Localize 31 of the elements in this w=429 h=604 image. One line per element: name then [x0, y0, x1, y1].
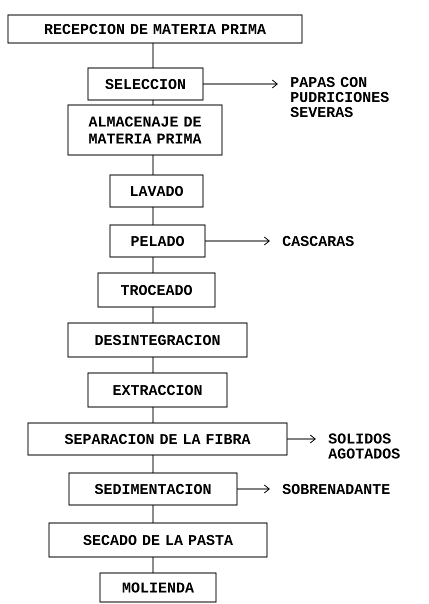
connector-line: [152, 407, 154, 423]
output-text: SOLIDOS AGOTADOS: [328, 433, 400, 459]
connector-line: [152, 557, 154, 573]
process-box: PELADO: [110, 224, 206, 258]
connector-line: [152, 357, 154, 373]
connector-line: [152, 43, 154, 68]
connector-line: [152, 505, 154, 523]
output-text: SOBRENADANTE: [282, 484, 390, 494]
process-box: RECEPCION DE MATERIA PRIMA: [8, 14, 302, 44]
connector-line: [152, 455, 154, 473]
process-box: LAVADO: [110, 174, 204, 208]
arrow: [287, 434, 316, 444]
process-box: ALMACENAJE DE MATERIA PRIMA: [68, 104, 222, 156]
connector-line: [152, 155, 154, 175]
process-box: SEPARACION DE LA FIBRA: [28, 422, 288, 456]
process-box: MOLIENDA: [100, 572, 216, 602]
arrow: [203, 80, 278, 88]
connector-line: [152, 257, 154, 273]
output-text: CASCARAS: [282, 236, 354, 246]
connector-line: [152, 100, 154, 105]
process-box: TROCEADO: [98, 272, 216, 308]
arrow: [205, 236, 270, 246]
process-box: DESINTEGRACION: [68, 322, 248, 358]
process-box: SECADO DE LA PASTA: [48, 522, 268, 558]
process-box: SEDIMENTACION: [68, 472, 238, 506]
output-text: PAPAS CON PUDRICIONES SEVERAS: [290, 76, 389, 118]
connector-line: [152, 207, 154, 225]
process-box: EXTRACCION: [88, 372, 228, 408]
process-box: SELECCION: [88, 68, 204, 100]
arrow: [237, 484, 270, 494]
connector-line: [152, 307, 154, 323]
